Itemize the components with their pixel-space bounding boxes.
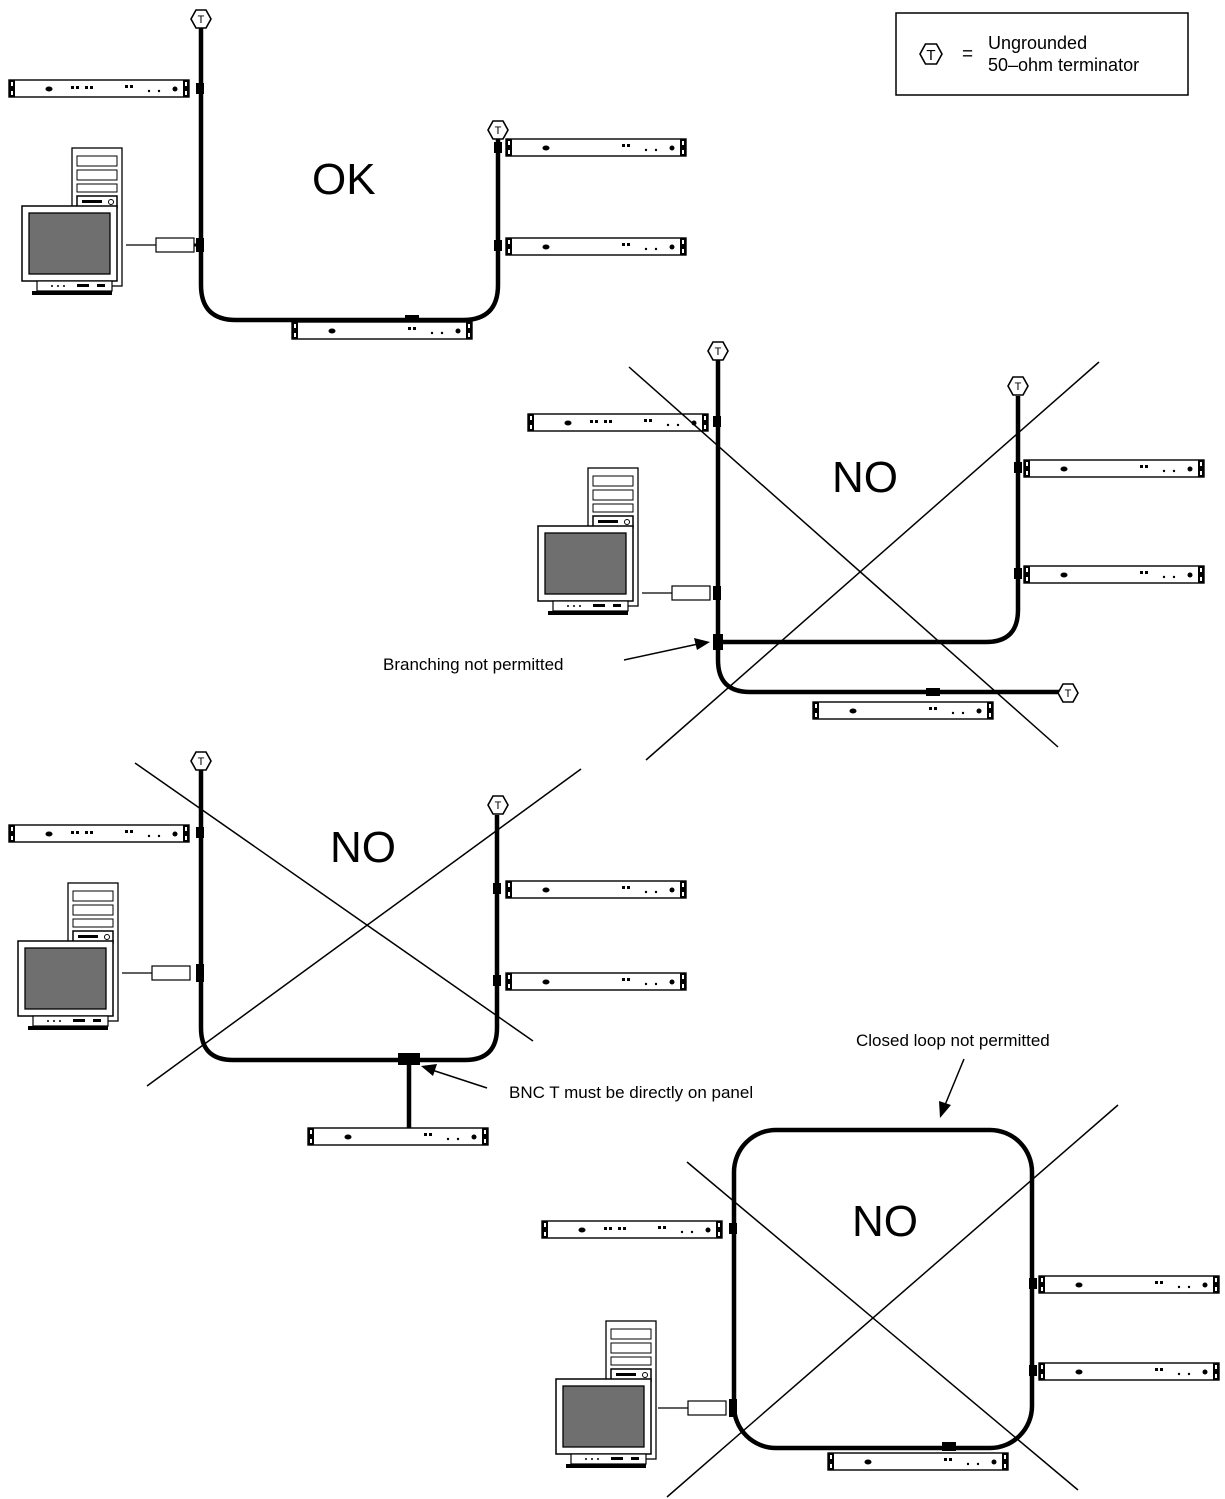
coax-branch (715, 642, 1063, 695)
terminator-icon: T (707, 341, 729, 361)
bnc-t-connector-icon (493, 883, 501, 894)
cross-line (628, 366, 1059, 748)
bnc-t-connector-icon (196, 827, 204, 838)
callout-arrow (431, 1069, 488, 1089)
bnc-t-connector-icon (196, 238, 204, 252)
bnc-t-connector-icon (942, 1442, 956, 1451)
legend: T = Ungrounded 50–ohm terminator (895, 12, 1189, 96)
bnc-t-connector-icon (713, 634, 723, 650)
rack-panel-icon (505, 237, 687, 256)
verdict-label: NO (852, 1197, 918, 1246)
callout-label: BNC T must be directly on panel (509, 1083, 753, 1102)
rack-panel-icon (542, 1221, 722, 1238)
coax-cable (715, 360, 1021, 645)
bnc-t-connector-icon (1029, 1365, 1037, 1376)
bnc-t-connector-icon (196, 83, 204, 94)
coax-cable (198, 770, 500, 1063)
cross-line (146, 768, 582, 1087)
cross-line (645, 361, 1100, 761)
coax-cable (198, 28, 501, 323)
computer-icon (21, 147, 123, 296)
scenario-branching: T T T NO Branching not permitted (383, 341, 1205, 761)
rack-panel-icon (9, 80, 189, 97)
svg-text:T: T (1065, 688, 1072, 700)
rack-panel-icon (1023, 565, 1205, 584)
rack-panel-icon (505, 138, 687, 157)
terminator-icon: T (487, 120, 509, 140)
transceiver-icon (151, 965, 191, 981)
bnc-t-connector-icon (926, 688, 940, 696)
svg-text:T: T (495, 800, 502, 812)
svg-text:T: T (715, 346, 722, 358)
scenario-ok: T T OK (9, 9, 687, 340)
verdict-label: NO (832, 453, 898, 502)
callout-label: Closed loop not permitted (856, 1031, 1050, 1050)
transceiver-icon (155, 237, 195, 253)
rack-panel-icon (307, 1127, 489, 1146)
bnc-t-connector-icon (713, 586, 721, 600)
cross-line (666, 1104, 1119, 1498)
legend-box (895, 12, 1189, 96)
bnc-t-connector-icon (494, 240, 502, 251)
bnc-t-connector-icon (729, 1399, 737, 1417)
callout-label: Branching not permitted (383, 655, 564, 674)
rack-panel-icon (1038, 1362, 1220, 1381)
callout-arrow (944, 1058, 965, 1106)
svg-text:T: T (198, 756, 205, 768)
bnc-t-connector-icon (1014, 462, 1022, 473)
transceiver-icon (671, 585, 711, 601)
bnc-t-connector-icon (196, 964, 204, 982)
rack-panel-icon (827, 1452, 1009, 1471)
bnc-t-connector-icon (405, 315, 419, 322)
scenario-closed-loop: NO Closed loop not permitted (542, 1031, 1220, 1498)
terminator-icon: T (190, 9, 212, 29)
rack-panel-icon (505, 880, 687, 899)
rack-panel-icon (1038, 1275, 1220, 1294)
bnc-t-connector-icon (1014, 568, 1022, 579)
cross-line (134, 762, 534, 1042)
rack-panel-icon (291, 321, 473, 340)
svg-text:T: T (495, 125, 502, 137)
bnc-t-connector-icon (1029, 1278, 1037, 1289)
computer-icon (17, 882, 119, 1031)
legend-symbol: T (926, 47, 935, 64)
scenario-bnc-t: T T NO BNC T must be directly on panel (9, 751, 753, 1146)
terminator-icon: T (190, 751, 212, 771)
verdict-label: OK (312, 155, 376, 204)
legend-line-1: Ungrounded (988, 33, 1087, 53)
verdict-label: NO (330, 823, 396, 872)
rack-panel-icon (1023, 459, 1205, 478)
svg-text:T: T (1015, 381, 1022, 393)
terminator-icon: T (487, 795, 509, 815)
legend-equals: = (962, 44, 973, 65)
bnc-t-connector-icon (493, 975, 501, 986)
terminator-icon: T (1057, 683, 1079, 703)
transceiver-icon (687, 1400, 727, 1416)
cross-line (686, 1161, 1079, 1491)
svg-text:T: T (198, 14, 205, 26)
rack-panel-icon (505, 972, 687, 991)
computer-icon (537, 467, 639, 616)
computer-icon (555, 1320, 657, 1469)
rack-panel-icon (9, 825, 189, 842)
rack-panel-icon (812, 701, 994, 720)
terminator-icon: T (1007, 376, 1029, 396)
bnc-t-connector-icon (713, 416, 721, 427)
bnc-t-connector-icon (494, 142, 502, 153)
legend-line-2: 50–ohm terminator (988, 55, 1139, 75)
callout-arrow (623, 643, 699, 661)
bnc-t-connector-icon (398, 1053, 420, 1065)
bnc-t-connector-icon (729, 1223, 737, 1234)
rack-panel-icon (528, 414, 708, 431)
terminator-icon: T (919, 43, 943, 65)
